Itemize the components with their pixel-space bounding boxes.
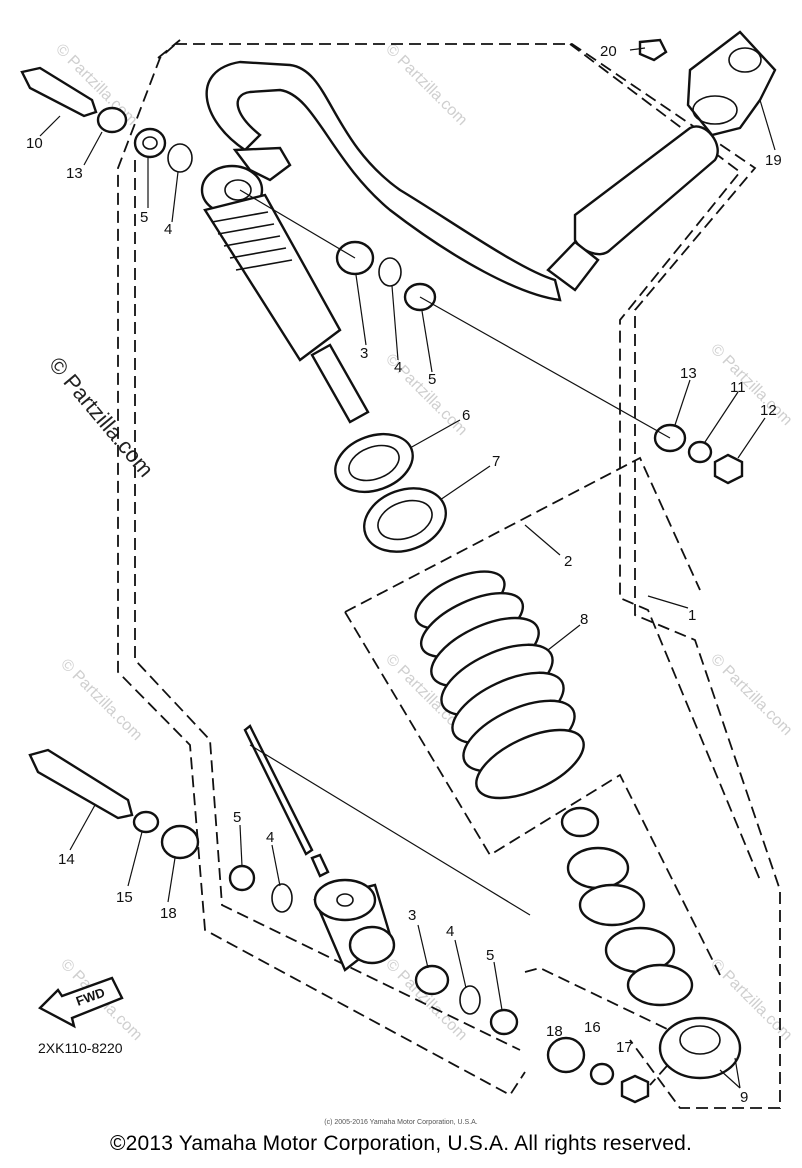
fwd-arrow: FWD — [38, 976, 124, 1029]
footer-copyright: ©2013 Yamaha Motor Corporation, U.S.A. A… — [109, 1132, 693, 1155]
leader-lines — [39, 47, 776, 1089]
callout-15: 15 — [116, 889, 133, 906]
bottom-bolt — [28, 748, 134, 820]
reservoir-bracket — [686, 30, 777, 137]
nut — [620, 1074, 650, 1104]
callout-4: 4 — [164, 221, 172, 238]
shock-top-fitting — [232, 146, 292, 182]
callout-4: 4 — [446, 923, 454, 940]
reservoir-hose — [205, 60, 562, 302]
callout-19: 19 — [765, 152, 782, 169]
collar — [546, 1036, 586, 1074]
bracket-bolt — [638, 38, 668, 62]
bushing — [133, 127, 167, 159]
small-copyright: (c) 2005-2016 Yamaha Motor Corporation, … — [324, 1119, 478, 1126]
shock-lower-body — [560, 806, 694, 1007]
assembly-outline-inner — [569, 43, 761, 881]
callout-7: 7 — [492, 453, 500, 470]
shock-rod — [310, 343, 370, 424]
watermark: © Partzilla.com — [57, 656, 145, 744]
nut — [713, 453, 744, 485]
callout-4: 4 — [266, 829, 274, 846]
callout-17: 17 — [616, 1039, 633, 1056]
callout-5: 5 — [486, 947, 494, 964]
circlip — [459, 985, 481, 1015]
callout-3: 3 — [408, 907, 416, 924]
hardware-parts — [20, 30, 777, 1104]
callout-5: 5 — [233, 809, 241, 826]
assembly-2-top — [344, 456, 701, 613]
callout-11: 11 — [730, 379, 746, 396]
callout-3: 3 — [360, 345, 368, 362]
callout-18: 18 — [160, 905, 177, 922]
callout-13: 13 — [66, 165, 83, 182]
lower-body-segment — [578, 883, 646, 927]
callout-numbers: 10 13 5 4 3 4 5 6 7 2 8 1 13 11 12 19 20… — [26, 43, 782, 1106]
callout-18: 18 — [546, 1023, 563, 1040]
top-bolt — [20, 66, 98, 118]
watermark: © Partzilla.com — [707, 651, 795, 739]
collar — [96, 106, 128, 134]
shock-body — [203, 193, 342, 362]
watermark: © Partzilla.com — [707, 341, 795, 429]
callout-1: 1 — [688, 607, 696, 624]
callout-6: 6 — [462, 407, 470, 424]
callout-4: 4 — [394, 359, 402, 376]
assembly-outline-inner-left — [134, 160, 521, 1051]
callout-10: 10 — [26, 135, 43, 152]
shock-body-fins — [211, 211, 293, 271]
callout-13: 13 — [680, 365, 697, 382]
washer — [687, 440, 713, 464]
bushing — [489, 1008, 519, 1036]
diagram-code: 2XK110-8220 — [38, 1040, 123, 1056]
clevis-eye-lower — [348, 925, 396, 965]
callout-9: 9 — [740, 1089, 748, 1106]
callout-20: 20 — [600, 43, 617, 60]
bearing — [414, 964, 450, 996]
reservoir-fitting — [546, 240, 600, 292]
circlip — [167, 143, 193, 173]
shock-top-eye-bore — [224, 179, 252, 201]
assembly-outline-left — [117, 39, 526, 1097]
pin — [243, 724, 314, 856]
clevis-eye — [313, 878, 377, 922]
shock-absorber — [200, 60, 719, 1007]
reservoir-canister — [573, 125, 719, 256]
callout-5: 5 — [140, 209, 148, 226]
washer — [589, 1062, 615, 1086]
rubber-bumper — [658, 1016, 742, 1080]
callout-5: 5 — [428, 371, 436, 388]
callout-12: 12 — [760, 402, 777, 419]
watermark: © Partzilla.com — [382, 41, 470, 129]
callout-16: 16 — [584, 1019, 601, 1036]
callout-8: 8 — [580, 611, 588, 628]
collar — [160, 824, 200, 860]
fwd-arrow-icon — [38, 976, 124, 1029]
pin-clip — [310, 853, 330, 878]
callout-2: 2 — [564, 553, 572, 570]
assembly-2-outline — [344, 611, 721, 976]
callout-14: 14 — [58, 851, 75, 868]
bushing — [228, 864, 256, 892]
assembly-1-outline — [175, 43, 781, 1109]
shock-bottom-clevis — [313, 878, 396, 972]
lower-seal — [560, 806, 600, 838]
watermark-prominent: © Partzilla.com — [44, 352, 158, 482]
lower-collar — [566, 846, 630, 890]
circlip — [378, 257, 402, 287]
assembly-9-outline — [524, 967, 692, 1086]
lower-body-bottom — [626, 963, 694, 1007]
shock-spring — [414, 570, 585, 800]
circlip — [271, 883, 293, 913]
assembly-outlines — [117, 39, 781, 1109]
washer — [132, 810, 160, 834]
